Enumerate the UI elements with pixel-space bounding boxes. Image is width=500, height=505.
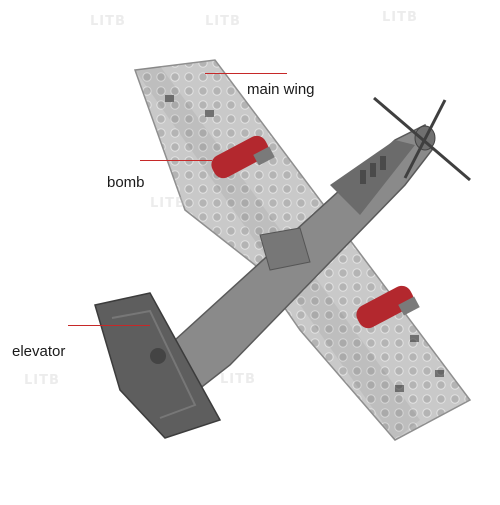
bomb-upper	[211, 135, 275, 179]
bomb-lower	[356, 285, 420, 329]
propeller	[373, 96, 471, 182]
tail-elevator	[94, 292, 222, 439]
elevator-label: elevator	[12, 343, 66, 360]
watermark: LITB	[150, 196, 186, 211]
bomb-leader-line	[140, 160, 212, 161]
main-wing-leader-line	[205, 73, 287, 74]
fuselage	[148, 123, 433, 401]
elevator-leader-line	[68, 325, 150, 326]
bomb-label: bomb	[107, 174, 145, 191]
watermark: LITB	[24, 373, 60, 388]
watermark: LITB	[382, 10, 418, 25]
main-wing-label: main wing	[247, 81, 315, 98]
watermark: LITB	[205, 14, 241, 29]
watermark: LITB	[220, 372, 256, 387]
watermark: LITB	[90, 14, 126, 29]
